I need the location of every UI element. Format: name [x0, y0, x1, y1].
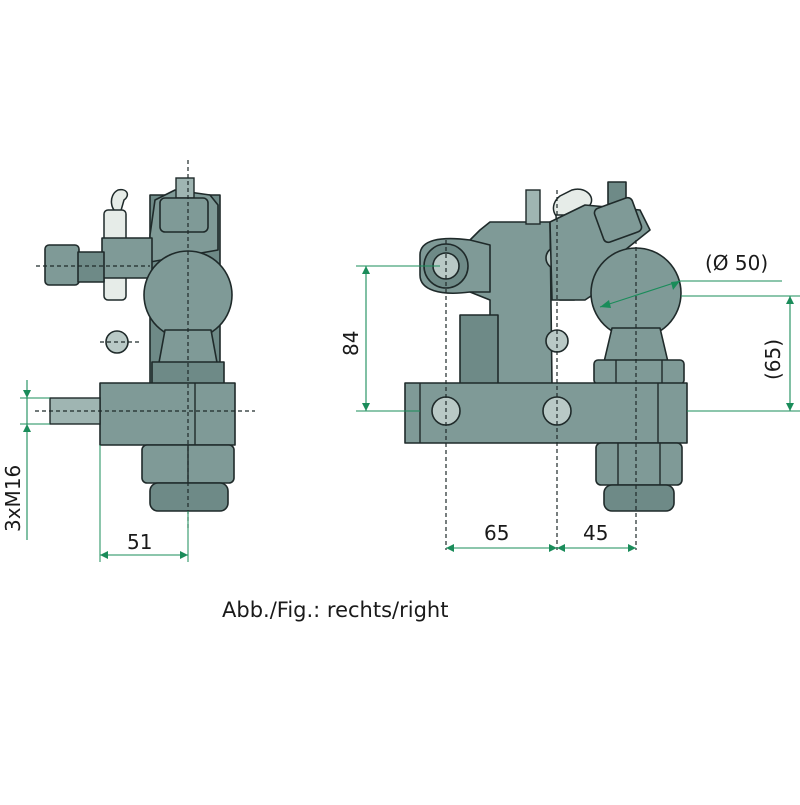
- thread-dimension-label: 3xM16: [1, 465, 25, 532]
- front-bottom-nut: [595, 442, 683, 486]
- front-top-post: [525, 189, 541, 225]
- side-bolt-shank: [101, 237, 153, 279]
- front-arm-nut: [593, 196, 643, 244]
- side-bolt-head: [44, 244, 80, 286]
- side-bolt-nut: [77, 251, 105, 283]
- front-view: [404, 181, 688, 550]
- dimensions: 3xM16 51 84 (Ø 50) (65) 65: [1, 251, 800, 562]
- side-bottom-washer: [149, 482, 229, 512]
- side-top-nut: [159, 197, 209, 233]
- side-spring-clip: [110, 188, 129, 215]
- ball-diameter-label: (Ø 50): [705, 251, 768, 275]
- figure-caption: Abb./Fig.: rechts/right: [222, 598, 449, 622]
- hole-spacing-label: 65: [484, 521, 509, 545]
- side-top-screw: [175, 177, 195, 199]
- side-width-label: 51: [127, 530, 152, 554]
- height-label: 84: [339, 331, 363, 356]
- front-bottom-washer: [603, 484, 675, 512]
- side-view: [35, 160, 255, 530]
- ball-height-label: (65): [761, 339, 785, 380]
- side-base-block: [99, 382, 236, 446]
- front-rib: [459, 314, 499, 386]
- ball-offset-label: 45: [583, 521, 608, 545]
- front-ball-flange: [593, 359, 685, 385]
